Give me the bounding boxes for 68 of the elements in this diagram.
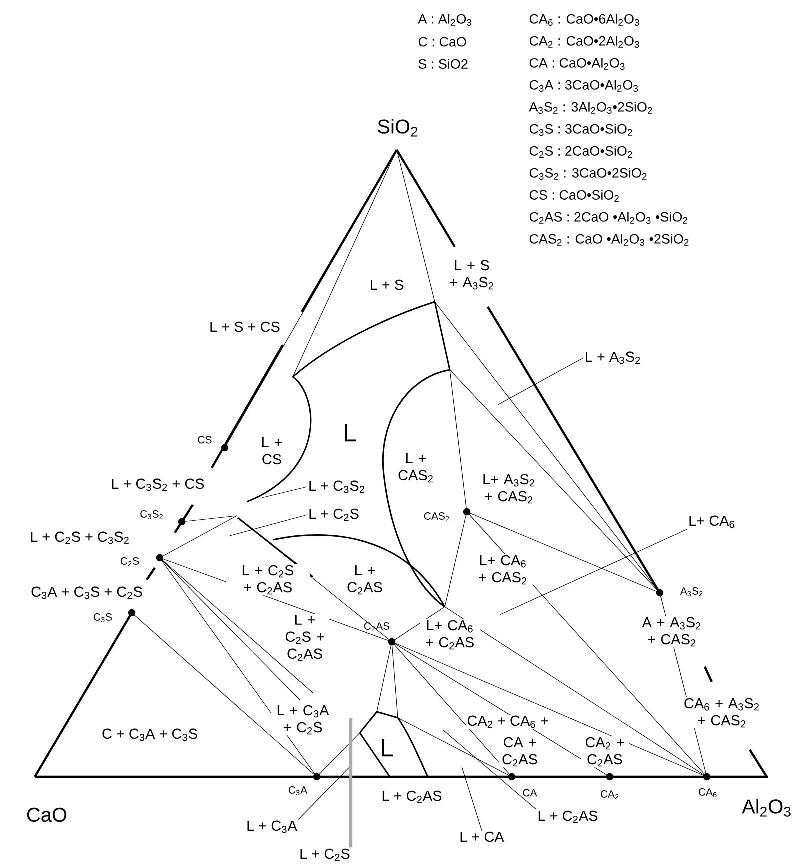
- phase-region-label: L: [342, 423, 358, 443]
- vertex-label: CaO: [27, 808, 67, 822]
- phase-region-label: CA + C$_{2}$AS: [499, 736, 541, 768]
- compound-point-label: CS: [198, 436, 212, 444]
- leader-line: [349, 718, 353, 848]
- abbreviation-text: CA : CaO•Al$_{2}$O$_{3}$: [530, 58, 625, 70]
- vertex-label: Al$_{2}$O$_{3}$: [742, 799, 791, 817]
- compound-point-label: CAS$_{2}$: [424, 512, 450, 522]
- leader-line: [442, 730, 537, 810]
- abbreviation-text: C$_{2}$AS : 2CaO •Al$_{2}$O$_{3}$ •SiO$_{2}$: [530, 212, 688, 224]
- phase-region-label: L+ CA$_{6}$ + C$_{2}$AS: [420, 619, 480, 651]
- phase-region-label: CA$_{6}$ + A$_{3}$S$_{2}$ + CAS$_{2}$: [676, 697, 768, 729]
- compound-point-label: CA$_{2}$: [600, 790, 619, 800]
- vertex-label: SiO$_{2}$: [378, 119, 418, 137]
- abbreviation-text: A : Al$_{2}$O$_{3}$: [418, 14, 472, 26]
- leader-line: [498, 358, 584, 406]
- phase-region-label: L: [379, 738, 395, 758]
- phase-region-label: L + C$_{2}$S + C$_{2}$AS: [226, 564, 310, 596]
- abbreviation-text: C : CaO: [418, 37, 466, 47]
- abbreviation-text: C$_{3}$A : 3CaO•Al$_{2}$O$_{3}$: [530, 80, 638, 92]
- abbreviation-text: C$_{3}$S : 3CaO•SiO$_{2}$: [530, 124, 632, 136]
- phase-region-label: L + S + A$_{3}$S$_{2}$: [448, 259, 496, 291]
- phase-region-label: L + CA: [458, 830, 506, 844]
- phase-region-label: C$_{3}$A + C$_{3}$S + C$_{2}$S: [30, 586, 144, 600]
- phase-region-label: L + C$_{2}$AS: [536, 810, 600, 824]
- phase-region-label: L + A$_{3}$S$_{2}$: [584, 350, 642, 366]
- phase-region-label: L + C$_{2}$S + C$_{2}$AS: [281, 614, 329, 662]
- compound-point-label: C$_{2}$S: [120, 558, 140, 566]
- abbreviation-text: CS : CaO•SiO$_{2}$: [530, 190, 619, 202]
- abbreviation-text: C$_{3}$S$_{2}$ : 3CaO•2SiO$_{2}$: [530, 168, 647, 180]
- phase-region-label: L+ CA$_{6}$ + CAS$_{2}$: [473, 554, 533, 586]
- compound-point-label: CA: [523, 789, 538, 797]
- compound-point-label: CA$_{6}$: [698, 788, 717, 798]
- compound-point-label: A$_{3}$S$_{2}$: [680, 588, 703, 597]
- phase-region-label: CA$_{2}$ + CA$_{6}$ +: [466, 714, 550, 730]
- abbreviation-text: C$_{2}$S : 2CaO•SiO$_{2}$: [530, 146, 632, 158]
- abbreviation-text: CA$_{6}$ : CaO•6Al$_{2}$O$_{3}$: [530, 14, 640, 26]
- phase-region-label: L + S + CS: [208, 320, 282, 334]
- phase-region-label: L+ CA$_{6}$: [688, 514, 736, 530]
- phase-region-label: L + C$_{3}$S$_{2}$: [308, 480, 366, 494]
- phase-region-label: L + C$_{2}$S: [308, 508, 360, 522]
- phase-region-label: C + C$_{3}$A + C$_{3}$S: [100, 728, 200, 742]
- phase-region-label: L + C$_{2}$AS: [344, 564, 386, 596]
- phase-region-label: L + CS: [255, 436, 289, 466]
- phase-region-label: L+ A$_{3}$S$_{2}$ + CAS$_{2}$: [477, 473, 541, 505]
- phase-region-label: L + C$_{3}$A: [246, 820, 298, 834]
- abbreviation-text: S : SiO2: [418, 59, 468, 69]
- phase-region-label: L + CAS$_{2}$: [394, 452, 438, 484]
- phase-region-label: L + C$_{3}$S$_{2}$ + CS: [110, 478, 206, 492]
- abbreviation-text: A$_{3}$S$_{2}$ : 3Al$_{2}$O$_{3}$•2SiO$_{2}$: [529, 102, 652, 114]
- leader-line: [500, 529, 688, 616]
- phase-region-label: L + C$_{2}$AS: [380, 790, 444, 804]
- phase-region-label: L + C$_{3}$A + C$_{2}$S: [271, 704, 335, 736]
- leader-line: [230, 514, 308, 536]
- abbreviation-text: CA$_{2}$ : CaO•2Al$_{2}$O$_{3}$: [530, 36, 640, 48]
- phase-region-label: L + C$_{2}$S: [298, 848, 352, 862]
- compound-point-label: C$_{3}$S$_{2}$: [140, 510, 163, 520]
- abbreviation-text: CAS$_{2}$ : CaO •Al$_{2}$O$_{3}$ •2SiO$_{2}$: [530, 234, 689, 246]
- leader-line: [298, 766, 350, 820]
- phase-region-label: A + A$_{3}$S$_{2}$ + CAS$_{2}$: [633, 616, 711, 648]
- phase-region-label: CA$_{2}$ + C$_{2}$AS: [581, 736, 629, 768]
- compound-point-label: C$_{3}$S: [94, 614, 112, 623]
- phase-region-label: L + C$_{2}$S + C$_{3}$S$_{2}$: [29, 530, 131, 546]
- leader-line: [262, 486, 308, 498]
- phase-region-label: L + S: [368, 278, 406, 292]
- compound-point-label: C$_{3}$A: [288, 786, 308, 796]
- compound-point-label: C$_{2}$AS: [364, 622, 390, 632]
- leader-line: [462, 766, 482, 831]
